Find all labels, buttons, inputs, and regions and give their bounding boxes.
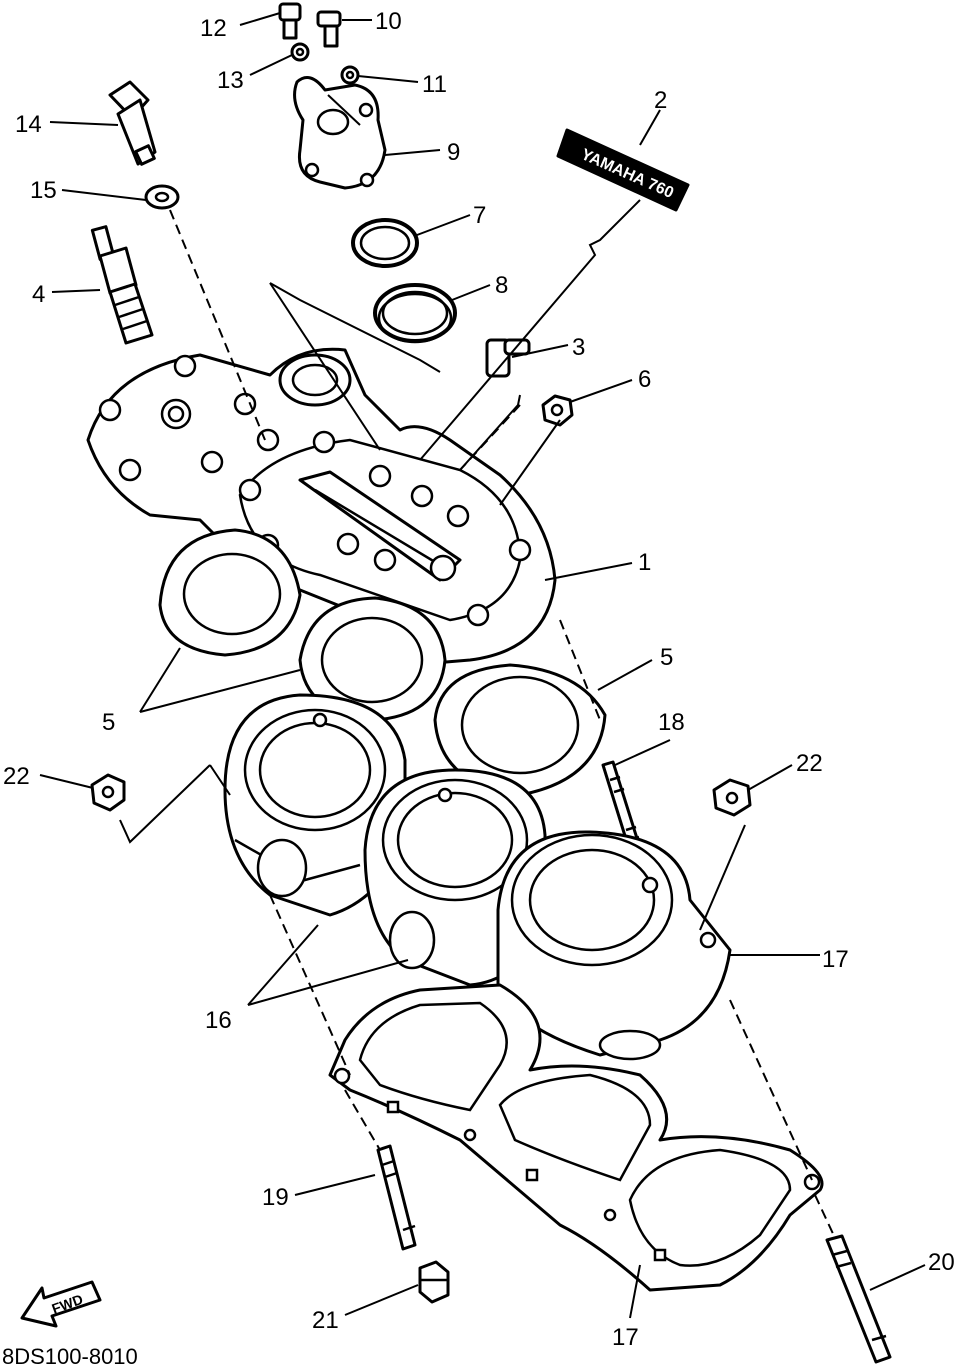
callout-3: 3 xyxy=(572,334,585,361)
callout-12: 12 xyxy=(200,15,227,42)
callout-19: 19 xyxy=(262,1184,289,1211)
part-11-washer xyxy=(340,65,360,85)
callout-22-right: 22 xyxy=(796,750,823,777)
callout-15: 15 xyxy=(30,177,57,204)
part-7-o-ring xyxy=(351,218,419,268)
callout-9: 9 xyxy=(447,139,460,166)
callout-17-lower: 17 xyxy=(612,1324,639,1351)
part-6-nut xyxy=(541,394,574,427)
diagram-code: 8DS100-8010 xyxy=(2,1344,138,1367)
part-20-stud xyxy=(825,1234,892,1364)
part-13-washer xyxy=(290,42,310,62)
fwd-arrow-icon: FWD xyxy=(20,1280,102,1328)
part-14-sensor xyxy=(108,80,157,166)
callout-5-left: 5 xyxy=(102,709,115,736)
callout-labels: 12 10 13 11 14 9 2 15 7 4 8 3 6 1 5 5 18… xyxy=(3,8,955,1351)
part-8-seal xyxy=(373,283,457,344)
callout-22-left: 22 xyxy=(3,763,30,790)
part-21-nut xyxy=(418,1260,450,1304)
part-17-base-gasket xyxy=(328,983,824,1292)
callout-4: 4 xyxy=(32,281,45,308)
callout-6: 6 xyxy=(638,366,651,393)
callout-1: 1 xyxy=(638,549,651,576)
callout-11: 11 xyxy=(422,71,447,98)
part-12-bolt xyxy=(278,2,302,40)
part-16-cylinders xyxy=(223,693,732,1061)
part-22-nut-right xyxy=(712,778,752,817)
callout-7: 7 xyxy=(473,202,486,229)
part-3-fitting xyxy=(485,338,531,378)
callout-17-upper: 17 xyxy=(822,946,849,973)
part-5-head-gaskets xyxy=(158,528,607,797)
callout-14: 14 xyxy=(15,111,42,138)
callout-21: 21 xyxy=(312,1307,339,1334)
part-4-spark-plug xyxy=(90,225,154,345)
callout-2: 2 xyxy=(654,87,667,114)
callout-10: 10 xyxy=(375,8,402,35)
part-22-nut-left xyxy=(90,773,126,812)
part-1-cylinder-head xyxy=(86,347,557,667)
callout-8: 8 xyxy=(495,272,508,299)
assembly-lines xyxy=(119,94,836,1239)
part-19-stud xyxy=(376,1144,417,1251)
part-2-decal: YAMAHA 760 xyxy=(556,128,690,212)
part-10-bolt xyxy=(316,10,342,48)
part-9-thermostat-cover xyxy=(293,76,387,190)
callout-16: 16 xyxy=(205,1007,232,1034)
callout-5-right: 5 xyxy=(660,644,673,671)
callout-13: 13 xyxy=(217,67,244,94)
callout-20: 20 xyxy=(928,1249,955,1276)
part-15-washer xyxy=(144,184,180,210)
callout-18: 18 xyxy=(658,709,685,736)
callout-leaders xyxy=(39,12,926,1319)
